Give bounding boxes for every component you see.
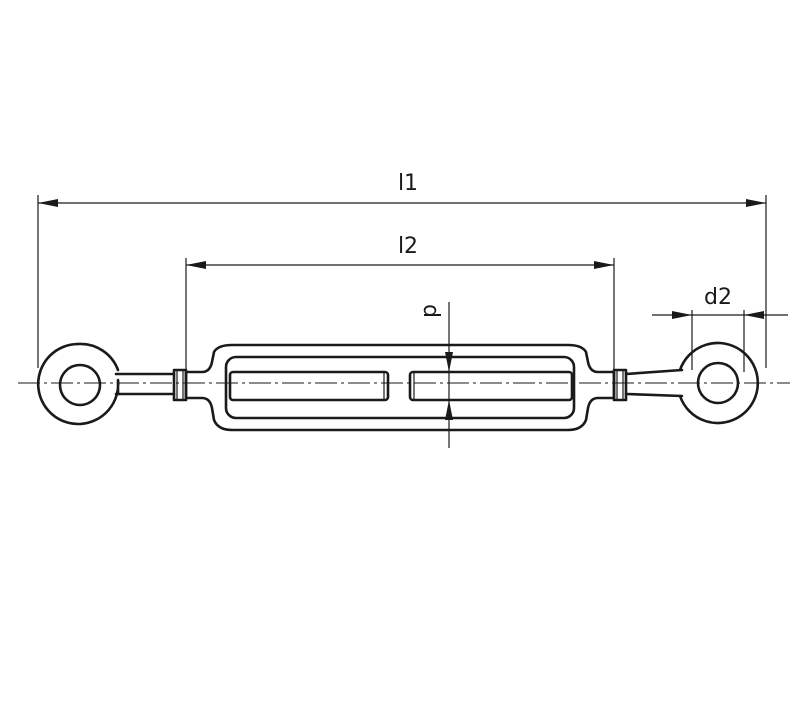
left-thread-end — [172, 368, 188, 402]
left-eye-outer — [36, 342, 120, 426]
arrowhead — [746, 199, 766, 207]
body-outline — [184, 343, 616, 432]
arrowhead — [672, 311, 692, 319]
left-eye-hole — [58, 363, 102, 407]
arrowhead — [445, 352, 453, 372]
arrowhead — [38, 199, 58, 207]
arrowhead — [594, 261, 614, 269]
dimension-l2: l2 — [185, 234, 615, 372]
label-d2: d2 — [704, 285, 732, 310]
label-d: d — [418, 304, 443, 318]
right-thread-insert — [408, 370, 574, 402]
dimension-d: d — [418, 302, 462, 448]
left-shank — [114, 372, 176, 396]
left-eye-bolt — [36, 342, 188, 426]
turnbuckle-body — [184, 343, 616, 432]
right-eye-bolt — [612, 341, 760, 425]
label-l1: l1 — [398, 171, 418, 196]
right-eye-hole — [696, 361, 740, 405]
dimension-l1: l1 — [37, 171, 767, 368]
left-eye-outer-top — [76, 342, 120, 372]
right-shank — [624, 368, 684, 398]
arrowhead — [445, 400, 453, 420]
right-thread-end — [612, 368, 628, 402]
body-window — [224, 355, 576, 420]
right-eye-outer — [678, 341, 760, 425]
label-l2: l2 — [398, 234, 418, 259]
left-thread-insert — [228, 370, 390, 402]
arrowhead — [186, 261, 206, 269]
arrowhead — [744, 311, 764, 319]
dimension-d2: d2 — [652, 285, 788, 372]
